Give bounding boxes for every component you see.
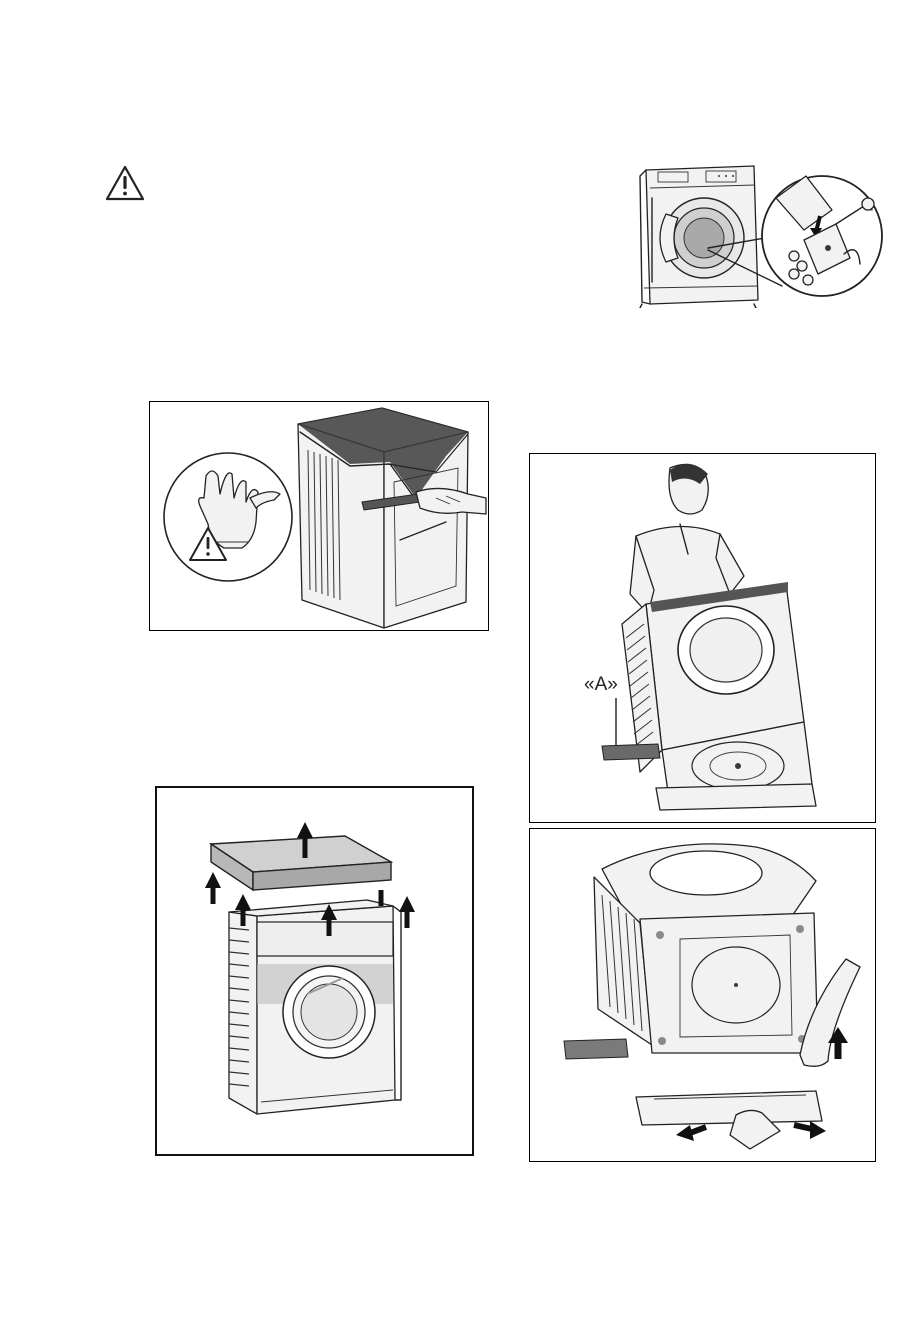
tilt-machine-figure: «A»	[529, 453, 876, 823]
remove-top-figure	[155, 786, 474, 1156]
cut-packaging-figure	[149, 401, 489, 631]
warning-triangle-icon	[104, 164, 146, 202]
remove-base-figure	[529, 828, 876, 1162]
label-a: «A»	[584, 674, 618, 695]
transit-bolts-figure	[636, 158, 886, 308]
